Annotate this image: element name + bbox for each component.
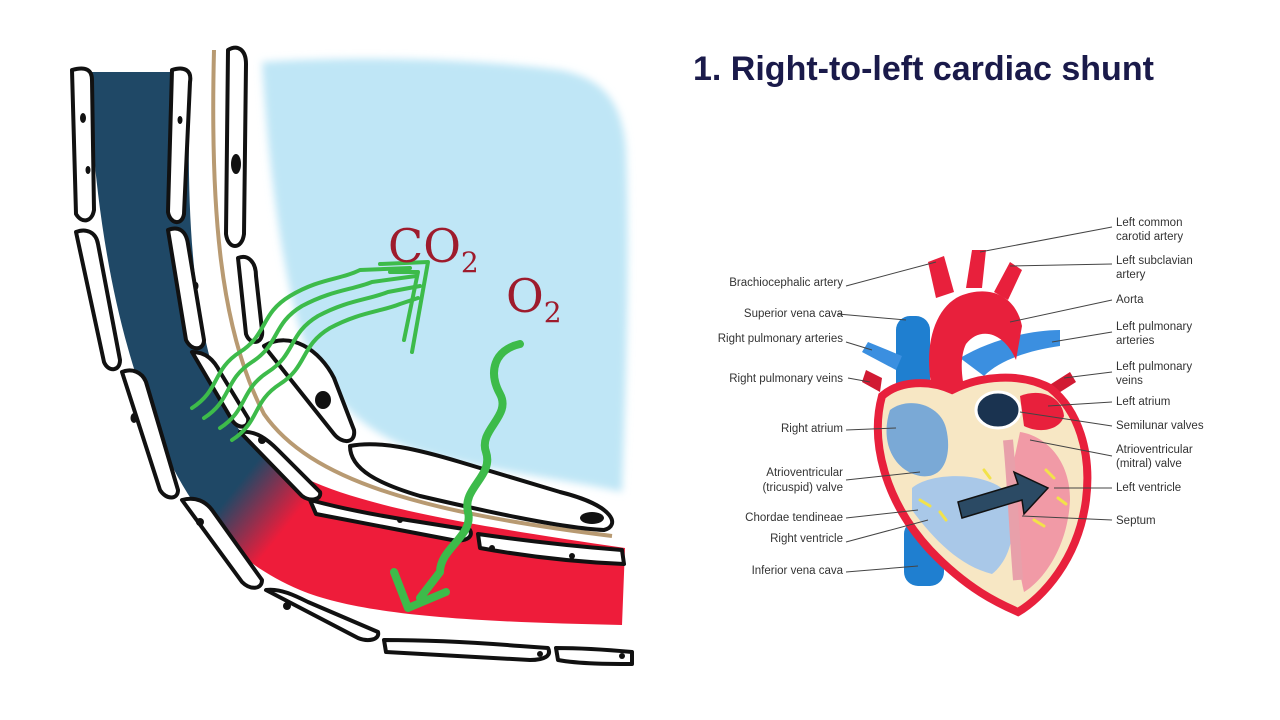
label-right-pulmonary-veins: Right pulmonary veins xyxy=(729,373,843,385)
page-title: 1. Right-to-left cardiac shunt xyxy=(693,50,1154,89)
label-left-common-carotid-2: carotid artery xyxy=(1116,231,1183,243)
heart-diagram: Brachiocephalic artery Superior vena cav… xyxy=(670,200,1270,620)
label-av-tricuspid-2: (tricuspid) valve xyxy=(762,482,843,494)
alveolus-airspace xyxy=(262,59,628,492)
label-left-subclavian-2: artery xyxy=(1116,269,1146,281)
label-left-ventricle: Left ventricle xyxy=(1116,482,1181,494)
label-right-ventricle: Right ventricle xyxy=(770,533,843,545)
label-right-atrium: Right atrium xyxy=(781,423,843,435)
label-left-atrium: Left atrium xyxy=(1116,396,1170,408)
label-right-pulmonary-arteries: Right pulmonary arteries xyxy=(718,333,844,345)
label-av-mitral-1: Atrioventricular xyxy=(1116,444,1193,456)
label-left-pulmonary-veins-1: Left pulmonary xyxy=(1116,361,1192,373)
label-left-subclavian-1: Left subclavian xyxy=(1116,255,1193,267)
label-chordae-tendineae: Chordae tendineae xyxy=(745,512,843,524)
gas-exchange-illustration: CO2 O2 xyxy=(0,0,660,700)
label-av-mitral-2: (mitral) valve xyxy=(1116,458,1182,470)
label-septum: Septum xyxy=(1116,515,1156,527)
label-semilunar-valves: Semilunar valves xyxy=(1116,420,1204,432)
semilunar-valve xyxy=(976,392,1020,428)
label-left-pulmonary-arteries-1: Left pulmonary xyxy=(1116,321,1192,333)
label-brachiocephalic-artery: Brachiocephalic artery xyxy=(729,277,843,289)
label-left-pulmonary-arteries-2: arteries xyxy=(1116,335,1155,347)
label-aorta: Aorta xyxy=(1116,294,1144,306)
label-av-tricuspid-1: Atrioventricular xyxy=(766,467,843,479)
label-left-pulmonary-veins-2: veins xyxy=(1116,375,1143,387)
label-superior-vena-cava: Superior vena cava xyxy=(744,308,844,320)
label-left-common-carotid-1: Left common xyxy=(1116,217,1182,229)
label-inferior-vena-cava: Inferior vena cava xyxy=(752,565,844,577)
